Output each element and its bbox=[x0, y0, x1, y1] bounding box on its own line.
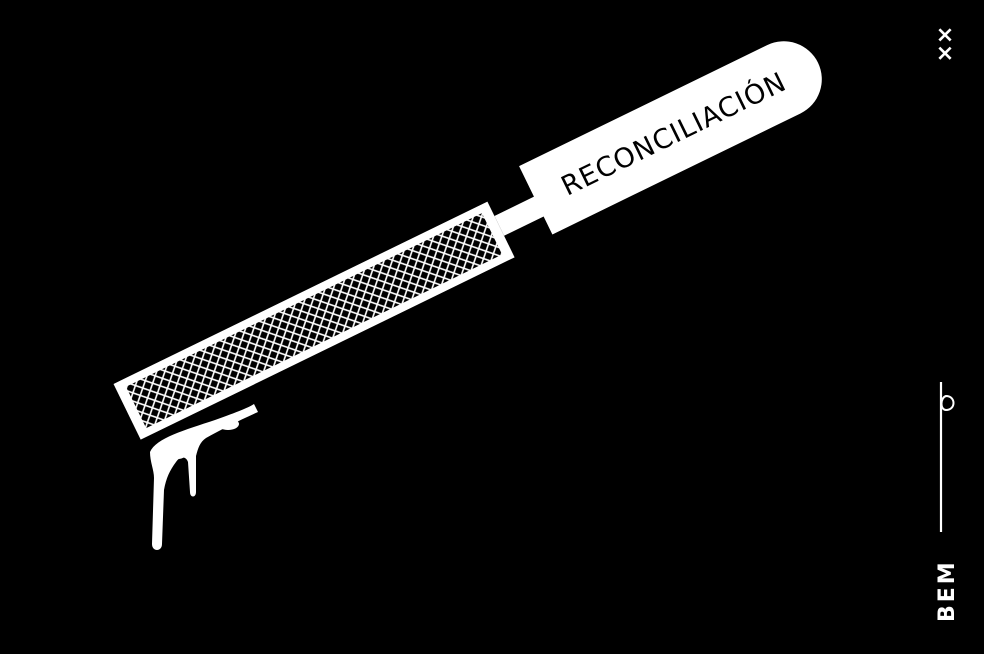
corner-mark: ×× bbox=[932, 26, 957, 63]
artist-signature: BEM bbox=[935, 382, 960, 622]
file-blade bbox=[113, 201, 515, 440]
file-tang bbox=[494, 194, 548, 236]
signature-text: BEM bbox=[935, 559, 960, 622]
drips bbox=[150, 404, 258, 550]
